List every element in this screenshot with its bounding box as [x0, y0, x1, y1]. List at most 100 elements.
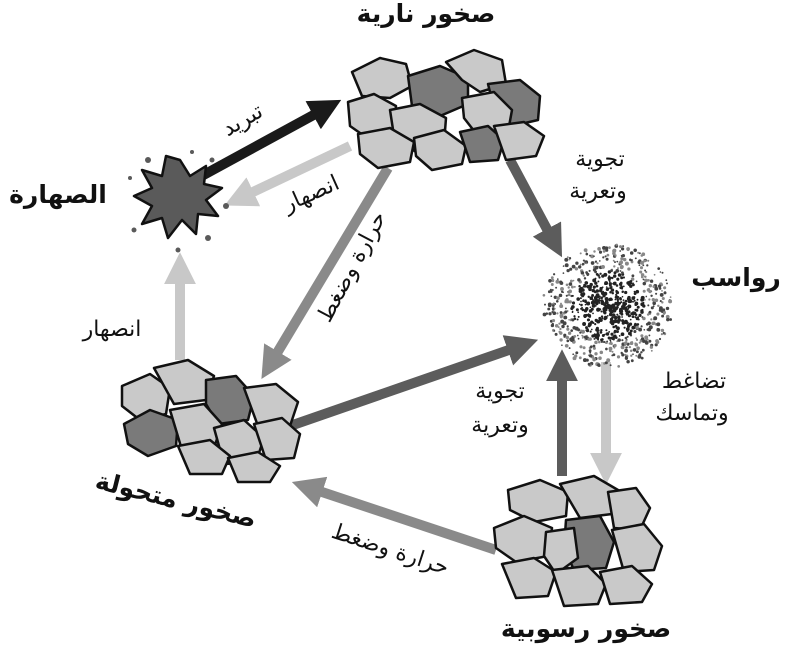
sediment-dot	[634, 323, 638, 326]
melting-metamorphic-label: انصهار	[82, 317, 142, 342]
sediment-dot	[654, 343, 658, 347]
sediment-dot	[632, 300, 634, 303]
sediment-dot	[619, 250, 622, 252]
sediment-dot	[634, 257, 637, 260]
sediment-dot	[609, 320, 614, 324]
sediment-dot	[654, 298, 659, 303]
sediment-dot	[575, 308, 579, 312]
sediment-dot	[647, 304, 650, 307]
sediment-dot	[578, 303, 581, 306]
sediment-dot	[636, 346, 640, 351]
sediment-dot	[633, 329, 637, 334]
sediment-dot	[635, 325, 639, 330]
sediment-dot	[594, 260, 598, 263]
sediment-dot	[579, 345, 583, 349]
sediment-dot	[621, 287, 624, 290]
sediment-dot	[582, 346, 586, 350]
sediment-dot	[658, 309, 662, 312]
sediment-dot	[575, 261, 579, 265]
sediment-dot	[600, 301, 605, 306]
sediment-dot	[594, 301, 597, 304]
sediment-dot	[622, 276, 625, 279]
sediment-dot	[588, 315, 592, 318]
sediment-dot	[597, 299, 601, 302]
sediment-dot	[612, 251, 616, 256]
sediment-dot	[587, 328, 589, 330]
sediment-dot	[559, 338, 563, 342]
sediment-dot	[635, 350, 639, 354]
sediment-dot	[645, 340, 648, 343]
sediment-dot	[616, 260, 619, 263]
sediment-dot	[594, 352, 598, 356]
sediment-dot	[638, 353, 642, 357]
sediment-dot	[600, 310, 603, 313]
sediment-dot	[605, 286, 608, 288]
sediment-dot	[584, 281, 589, 285]
sediment-dot	[620, 271, 624, 275]
sediment-dot	[551, 304, 555, 307]
sediment-dot	[589, 351, 592, 354]
sediment-dot	[620, 301, 623, 304]
sediment-dot	[568, 347, 571, 350]
sediment-dot	[564, 300, 568, 304]
sediment-dot	[605, 332, 610, 336]
sediment-dot	[598, 316, 602, 320]
sediment-dot	[623, 326, 626, 329]
sediment-dot	[566, 325, 569, 328]
sediment-dot	[558, 293, 563, 298]
sediment-dot	[598, 276, 601, 279]
sediment-dot	[598, 260, 601, 262]
sediment-dot	[649, 345, 654, 349]
sediment-dot	[558, 330, 561, 334]
sediment-dot	[612, 353, 616, 357]
sediment-dot	[583, 284, 587, 288]
sediment-dot	[592, 268, 597, 272]
sediment-dot	[607, 287, 609, 290]
sediment-dot	[594, 323, 597, 326]
sediment-dot	[604, 283, 606, 285]
sediment-dot	[571, 311, 574, 314]
sediment-dot	[555, 279, 560, 284]
sediment-dot	[665, 306, 670, 311]
sediment-dot	[550, 276, 554, 280]
sediment-dot	[665, 279, 668, 282]
sediment-dot	[629, 318, 632, 321]
weathering-metamorphic-arrow	[288, 335, 539, 431]
sediment-dot	[556, 296, 560, 300]
sediment-dot	[639, 266, 644, 270]
sediment-dot	[614, 281, 617, 284]
sediment-dot	[582, 352, 586, 355]
sediment-dot	[662, 331, 665, 335]
sediment-dot	[597, 334, 600, 337]
sediment-dot	[640, 275, 644, 279]
sediment-dot	[584, 260, 589, 264]
sediment-dot	[648, 334, 651, 337]
weathering-igneous-label-2: وتعرية	[569, 179, 626, 204]
compaction-label-1: تضاغط	[662, 369, 726, 394]
sediment-dot	[576, 297, 580, 301]
sediment-dot	[647, 278, 650, 282]
weathering-metamorphic-label-1: تجوية	[475, 379, 525, 404]
sediment-dot	[625, 339, 628, 342]
sediment-dot	[584, 339, 586, 341]
cooling-arrow	[195, 99, 342, 183]
sediment-dot	[554, 307, 556, 310]
sediment-dot	[636, 298, 639, 301]
sediment-dot	[578, 285, 581, 288]
sediment-dot	[582, 322, 587, 326]
sediment-dot	[603, 317, 607, 321]
sediment-dot	[566, 327, 570, 331]
sediment-dot	[593, 250, 596, 253]
sediment-dot	[580, 303, 583, 307]
sediment-dot	[579, 263, 582, 266]
sediment-dot	[659, 292, 664, 297]
sediment-dot	[657, 304, 660, 308]
sediment-dot	[638, 341, 641, 344]
sediment-dot	[663, 291, 667, 295]
sediment-dot	[626, 335, 629, 338]
sediment-dot	[594, 340, 598, 345]
sediment-dot	[609, 298, 611, 301]
sediment-dot	[570, 306, 574, 311]
sediment-dot	[581, 331, 584, 333]
sediment-dot	[663, 286, 666, 290]
